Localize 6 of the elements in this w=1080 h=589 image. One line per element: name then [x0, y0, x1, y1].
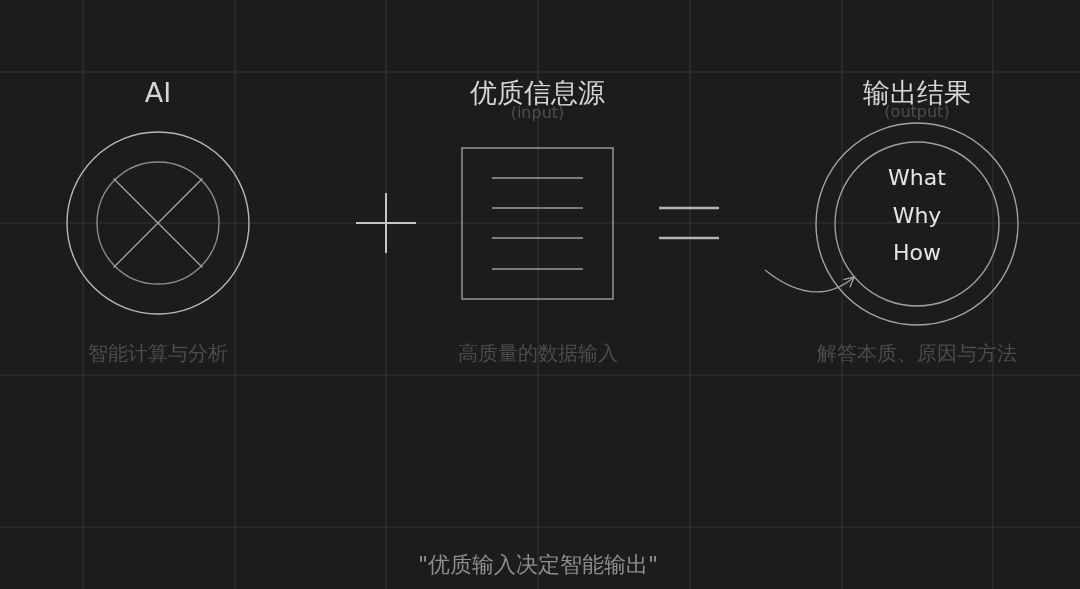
quote-caption: "优质输入决定智能输出" — [417, 552, 659, 578]
curved-arrow — [764, 269, 855, 293]
node-title: AI — [144, 77, 172, 109]
label-text: How — [893, 240, 941, 266]
label-text: What — [888, 165, 946, 191]
label-text: Why — [892, 203, 942, 229]
